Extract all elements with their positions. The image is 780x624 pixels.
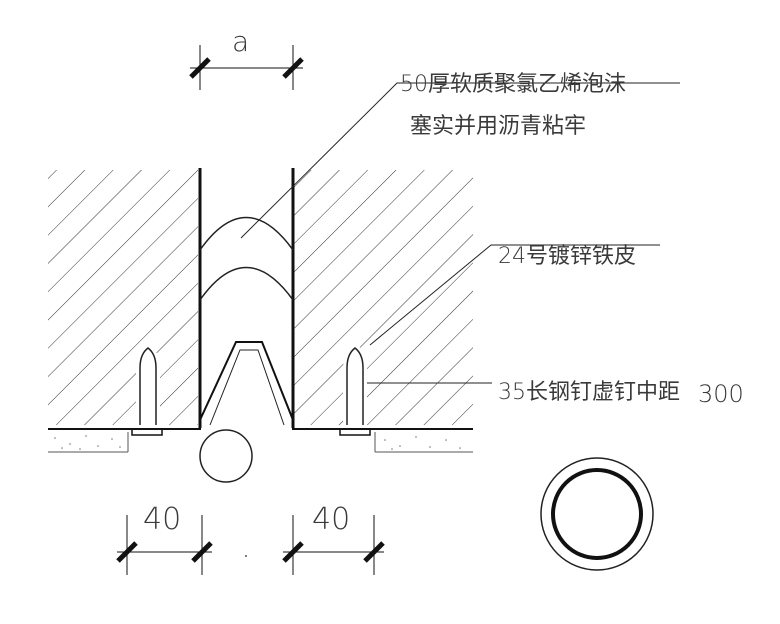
- dimension-bottom-left-label: 40: [143, 502, 182, 537]
- right-nail-clearance: [343, 344, 367, 425]
- nail-spacing-label: 300: [698, 380, 744, 408]
- nail-label: 35长钢钉虚钉中距: [498, 380, 680, 405]
- center-dot: [245, 555, 247, 557]
- left-nail-clearance: [136, 344, 160, 425]
- left-nail: [139, 347, 157, 425]
- left-base-layer: [48, 428, 200, 453]
- leader-sheet: [369, 244, 660, 346]
- foam-label-line2: 塞实并用沥青粘牢: [410, 114, 587, 139]
- right-nail: [346, 347, 364, 425]
- right-wall-hatch: [293, 170, 473, 425]
- dimension-top-label: a: [232, 25, 250, 58]
- dimension-bottom-right: [282, 515, 385, 575]
- dimension-top: [189, 45, 304, 90]
- pipe-inner-circle: [551, 468, 643, 560]
- foam-arc-lower: [199, 266, 294, 301]
- right-base-layer: [293, 428, 473, 453]
- foam-label-line1: 50厚软质聚氯乙烯泡沫: [400, 72, 626, 97]
- dimension-bottom-left: [116, 515, 213, 575]
- backer-rod-circle: [199, 429, 253, 483]
- foam-arc-upper: [199, 216, 294, 251]
- galvanized-sheet-inner: [209, 349, 285, 426]
- pipe-outer-circle: [540, 457, 654, 571]
- sheet-label: 24号镀锌铁皮: [498, 244, 636, 269]
- dimension-bottom-right-label: 40: [312, 502, 351, 537]
- left-wall-hatch: [48, 170, 198, 425]
- leader-foam: [240, 82, 680, 239]
- galvanized-sheet-profile: [130, 341, 375, 430]
